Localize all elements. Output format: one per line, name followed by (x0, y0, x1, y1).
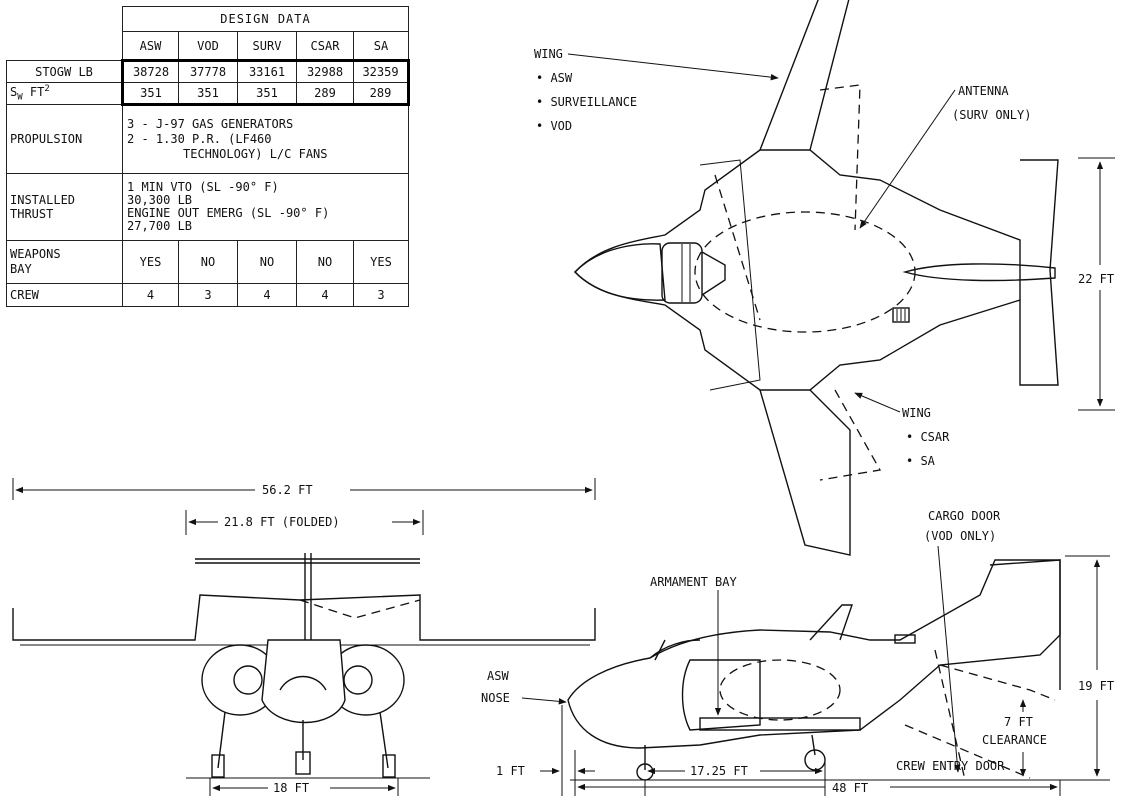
front-span-dimension: 56.2 FT (262, 483, 313, 497)
side-engine-nacelle (681, 659, 761, 731)
row-label-weapons: WEAPONS BAY (6, 240, 123, 284)
armament-bay (699, 717, 861, 731)
weapons-asw: YES (122, 240, 179, 284)
clearance-label-1: 7 FT (1004, 715, 1033, 729)
asw-nose-label-1: ASW (487, 669, 509, 683)
stogw-csar: 32988 (296, 59, 354, 83)
stogw-sa: 32359 (353, 59, 410, 83)
plan-engine-nacelle (661, 242, 703, 304)
dim-wheelbase: 17.25 FT (690, 764, 748, 778)
row-label-propulsion: PROPULSION (6, 104, 123, 174)
side-fuselage (567, 559, 1061, 749)
cargo-door-label-2: (VOD ONLY) (924, 529, 996, 543)
wing-bottom-item-sa: • SA (906, 454, 936, 468)
sw-sa: 289 (353, 82, 410, 106)
side-view: CARGO DOOR (VOD ONLY) ARMAMENT BAY ASW N… (481, 509, 1114, 796)
antenna-label-2: (SURV ONLY) (952, 108, 1031, 122)
clearance-label-2: CLEARANCE (982, 733, 1047, 747)
armament-bay-label: ARMAMENT BAY (650, 575, 737, 589)
plan-fuselage (574, 149, 1021, 391)
wing-bottom-title: WING (902, 406, 931, 420)
plan-vent-icon (892, 307, 910, 323)
front-fuselage (261, 639, 346, 724)
propulsion-cell: 3 - J-97 GAS GENERATORS 2 - 1.30 P.R. (L… (122, 104, 409, 174)
cargo-door-label-1: CARGO DOOR (928, 509, 1001, 523)
thrust-cell: 1 MIN VTO (SL -90° F) 30,300 LB ENGINE O… (122, 173, 409, 241)
wing-top-item-asw: • ASW (536, 71, 573, 85)
plan-height-dimension: 22 FT (1078, 272, 1114, 286)
row-label-crew: CREW (6, 283, 123, 307)
sw-asw: 351 (121, 82, 179, 106)
wing-top-item-surv: • SURVEILLANCE (536, 95, 637, 109)
wing-top-title: WING (534, 47, 563, 61)
antenna-label-1: ANTENNA (958, 84, 1009, 98)
row-label-thrust: INSTALLED THRUST (6, 173, 123, 241)
front-track-dimension: 18 FT (273, 781, 309, 795)
antenna-ellipse (694, 211, 916, 333)
plan-stabilizer (1019, 159, 1059, 386)
weapons-sa: YES (353, 240, 409, 284)
stogw-surv: 33161 (237, 59, 297, 83)
side-dorsal-fin (809, 604, 853, 641)
plan-wing-upper (759, 0, 850, 151)
dim-length: 48 FT (832, 781, 868, 795)
front-view: 56.2 FT 21.8 FT (FOLDED) (12, 478, 596, 796)
asw-nose-label-2: NOSE (481, 691, 510, 705)
sw-vod: 351 (178, 82, 238, 106)
plan-view: WING • ASW • SURVEILLANCE • VOD ANTENNA … (534, 0, 1115, 556)
crew-csar: 4 (296, 283, 354, 307)
plan-wing-lower (759, 389, 851, 556)
column-header-sa: SA (353, 31, 409, 61)
sw-surv: 351 (237, 82, 297, 106)
wing-bottom-item-csar: • CSAR (906, 430, 950, 444)
crew-door-label: CREW ENTRY DOOR (896, 759, 1005, 773)
table-title: DESIGN DATA (122, 6, 409, 32)
wing-top-item-vod: • VOD (536, 119, 572, 133)
plan-tail-boom (902, 263, 1056, 282)
crew-sa: 3 (353, 283, 409, 307)
weapons-surv: NO (237, 240, 297, 284)
design-data-table: DESIGN DATA ASW VOD SURV CSAR SA STOGW L… (6, 6, 410, 307)
front-folded-dimension: 21.8 FT (FOLDED) (224, 515, 340, 529)
column-header-csar: CSAR (296, 31, 354, 61)
side-height-dimension: 19 FT (1078, 679, 1114, 693)
dim-1ft: 1 FT (496, 764, 525, 778)
crew-surv: 4 (237, 283, 297, 307)
crew-asw: 4 (122, 283, 179, 307)
crew-vod: 3 (178, 283, 238, 307)
plan-nose (574, 243, 666, 301)
column-header-vod: VOD (178, 31, 238, 61)
sw-csar: 289 (296, 82, 354, 106)
